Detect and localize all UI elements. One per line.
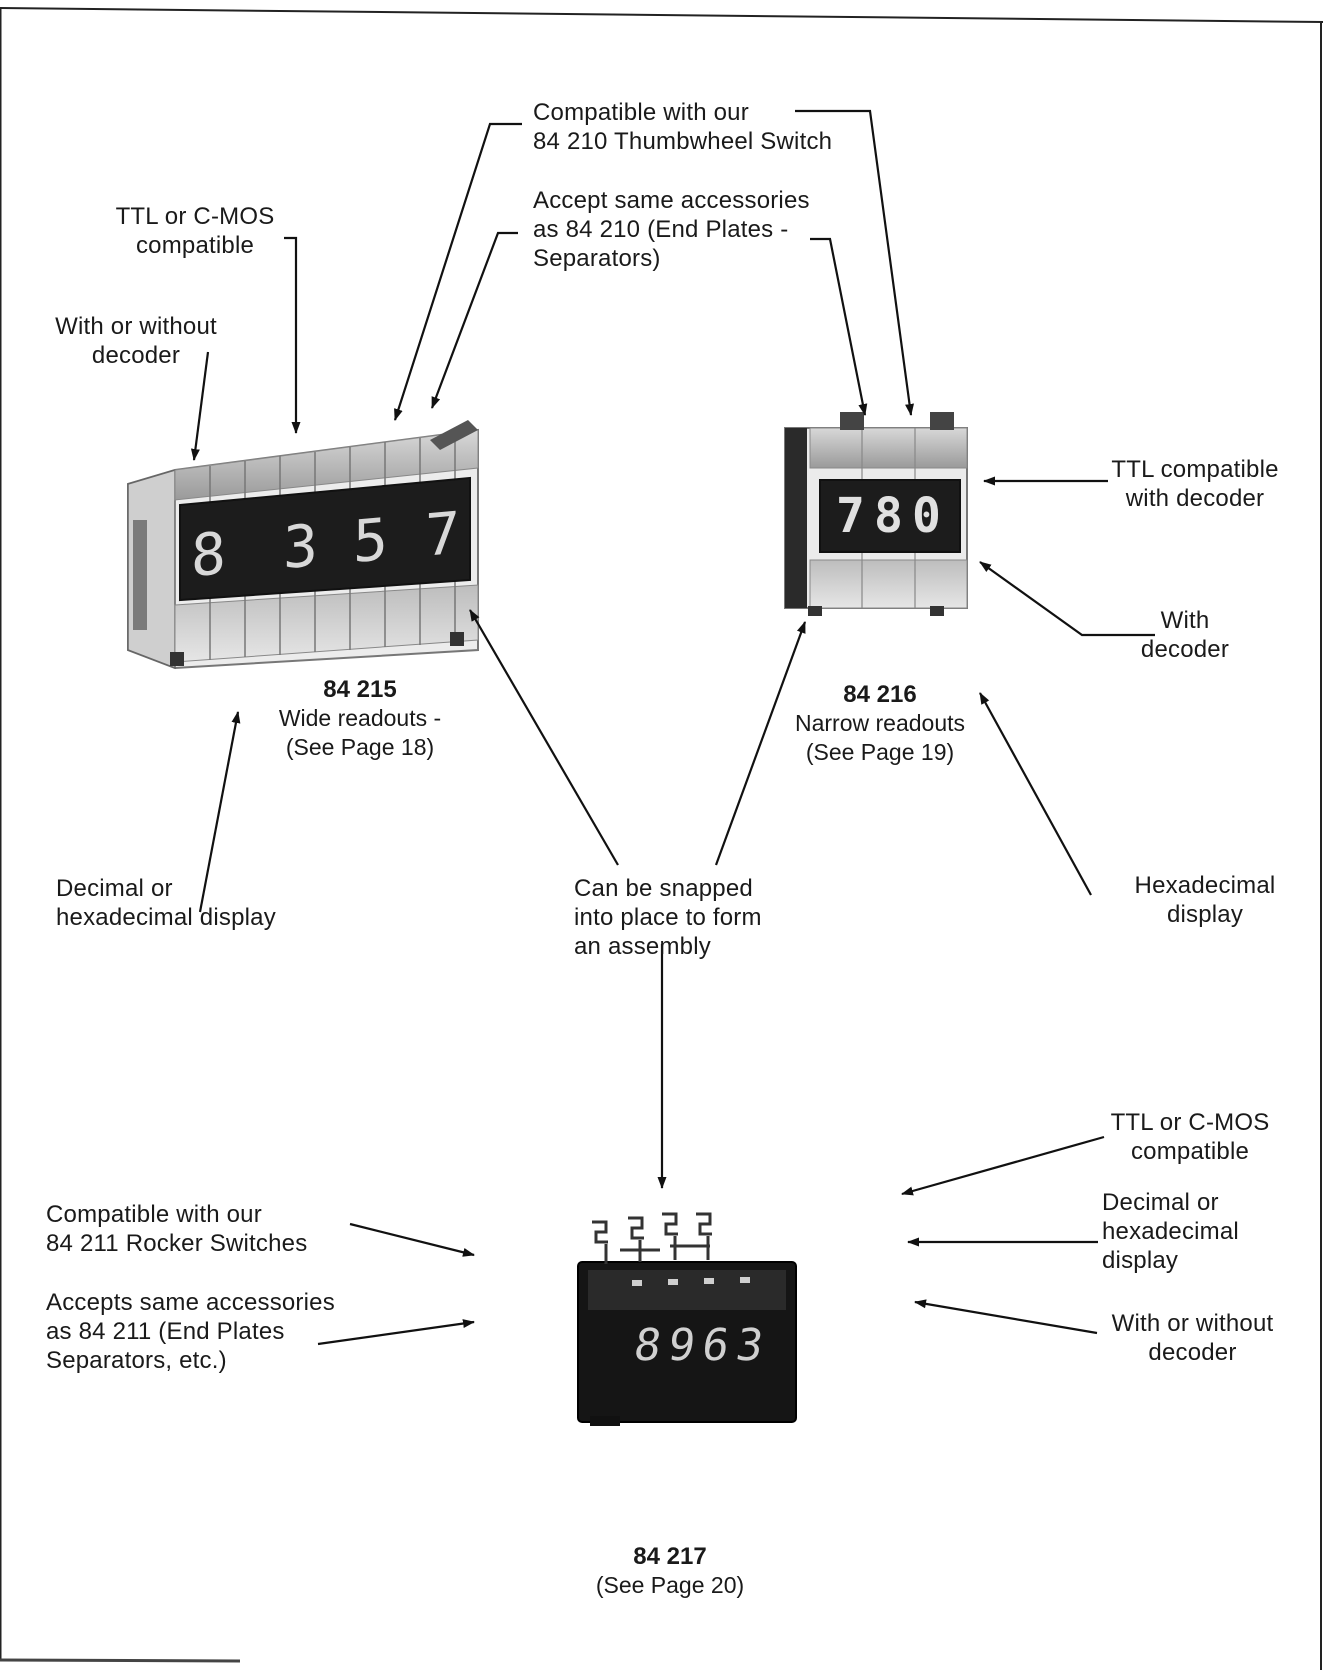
readout-84216-image [784, 412, 968, 616]
readout-84215-image [127, 420, 479, 670]
digit: 8 [874, 488, 903, 544]
display-84217: 8 9 6 3 [626, 1318, 794, 1378]
digit: 6 [698, 1320, 733, 1371]
digit: 7 [425, 498, 460, 570]
label-with-decoder: With decoder [1140, 607, 1230, 663]
label-with-or-without-decoder-bottom: With or without decoder [1111, 1310, 1274, 1366]
part-desc-84215: Wide readouts - (See Page 18) [278, 705, 442, 760]
digit: 5 [353, 504, 388, 576]
part-desc-84217: (See Page 20) [595, 1572, 745, 1598]
label-compatible-84211: Compatible with our 84 211 Rocker Switch… [46, 1201, 308, 1257]
label-decimal-hex-bottom: Decimal or hexadecimal display [1102, 1189, 1239, 1274]
label-can-be-snapped: Can be snapped into place to form an ass… [574, 875, 762, 960]
readout-84217-image [577, 1212, 797, 1426]
digit: 3 [732, 1320, 767, 1371]
part-desc-84216: Narrow readouts (See Page 19) [794, 710, 966, 765]
label-accept-accessories-84210: Accept same accessories as 84 210 (End P… [533, 187, 810, 272]
label-accepts-accessories-84211: Accepts same accessories as 84 211 (End … [46, 1289, 335, 1374]
digit: 8 [630, 1320, 665, 1371]
label-hexadecimal-display: Hexadecimal display [1134, 872, 1276, 928]
display-84216: 7 8 0 [828, 486, 956, 548]
digit: 0 [912, 488, 941, 544]
digit: 8 [191, 519, 226, 591]
leader-lines [190, 109, 1155, 1346]
label-ttl-cmos-top: TTL or C-MOS compatible [115, 203, 275, 259]
label-compatible-84210: Compatible with our 84 210 Thumbwheel Sw… [533, 99, 833, 155]
part-number-84216: 84 216 [843, 681, 917, 708]
digit: 7 [836, 488, 865, 544]
part-number-84215: 84 215 [323, 676, 397, 703]
digit: 3 [283, 511, 318, 583]
part-number-84217: 84 217 [633, 1543, 707, 1570]
label-decimal-hex-left: Decimal or hexadecimal display [56, 875, 276, 931]
label-ttl-with-decoder: TTL compatible with decoder [1111, 456, 1279, 512]
digit: 9 [664, 1320, 699, 1371]
label-ttl-cmos-bottom: TTL or C-MOS compatible [1110, 1109, 1270, 1165]
label-with-or-without-decoder-top: With or without decoder [55, 313, 217, 369]
page-border [0, 7, 1323, 1670]
